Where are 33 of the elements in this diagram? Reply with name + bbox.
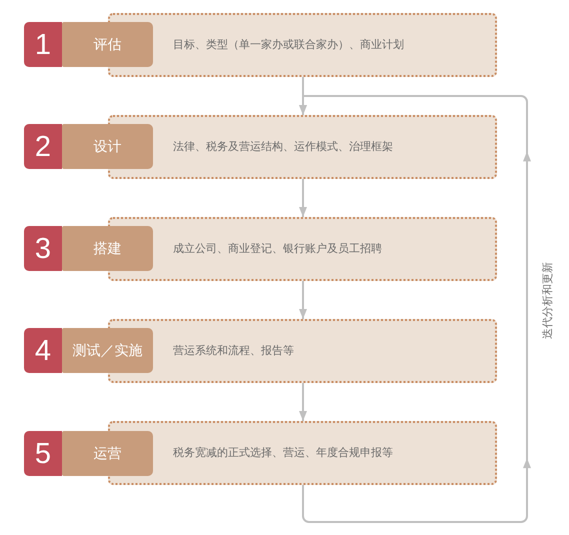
number-badge (24, 22, 62, 67)
number-badge (24, 328, 62, 373)
title-tab (62, 22, 153, 67)
title-tab (62, 124, 153, 169)
step-panel (108, 13, 497, 77)
arrow (299, 179, 307, 217)
step-title: 测试／实施 (72, 342, 142, 360)
step-number: 4 (34, 334, 52, 366)
number-badge (24, 124, 62, 169)
step-description: 成立公司、商业登记、银行账户及员工招聘 (173, 242, 382, 256)
arrow (299, 383, 307, 421)
step-number: 5 (34, 438, 52, 470)
title-tab (62, 226, 153, 271)
step-number: 1 (34, 28, 52, 60)
step-panel (108, 115, 497, 179)
step-number: 2 (34, 130, 52, 162)
step-title: 运营 (94, 444, 122, 462)
step-description: 目标、类型（单一家办或联合家办）、商业计划 (173, 38, 404, 52)
edge-label: 迭代分析和更新 (540, 262, 554, 338)
step-title: 评估 (94, 36, 122, 54)
number-badge (24, 431, 62, 476)
step-description: 营运系统和流程、报告等 (173, 344, 294, 358)
step-title: 搭建 (94, 240, 122, 258)
step-number: 3 (34, 232, 52, 264)
step-panel (108, 421, 497, 485)
title-tab (62, 328, 153, 373)
arrow (299, 281, 307, 319)
number-badge (24, 226, 62, 271)
step-title: 设计 (94, 138, 122, 156)
step-description: 税务宽减的正式选择、营运、年度合规申报等 (173, 446, 393, 460)
step-panel (108, 217, 497, 281)
title-tab (62, 431, 153, 476)
step-description: 法律、税务及营运结构、运作模式、治理框架 (173, 140, 393, 154)
